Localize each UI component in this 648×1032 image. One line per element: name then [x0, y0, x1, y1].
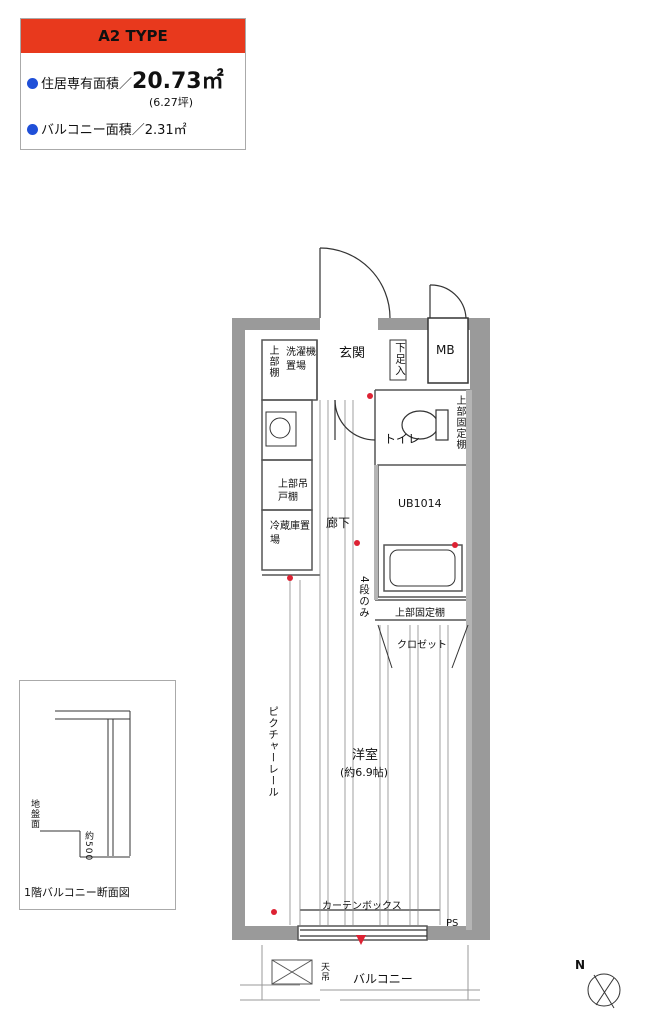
label-ps: PS: [446, 918, 459, 929]
label-curtain-box: カーテンボックス: [322, 901, 402, 912]
label-western-room: 洋室: [352, 748, 379, 763]
outlet-marks: [271, 393, 458, 945]
label-fridge-space: 冷蔵庫置場: [270, 521, 310, 546]
label-genkan: 玄関: [339, 346, 366, 361]
entrance-door: [319, 247, 467, 441]
bathtub: [389, 549, 456, 587]
balcony-area-label: バルコニー面積／2.31㎡: [41, 123, 187, 138]
outer-walls: [232, 318, 490, 940]
north-arrow-icon: [587, 973, 621, 1009]
label-picture-rail: ピクチャーレール: [267, 706, 279, 798]
north-label: N: [575, 958, 586, 972]
label-western-room-size: (約6.9帖): [340, 766, 389, 779]
balcony-section-drawing: [40, 710, 131, 858]
label-ub: UB1014: [398, 497, 442, 510]
unit-type-title: A2 TYPE: [21, 19, 245, 53]
flooring-lines: [289, 400, 449, 925]
closet-doors: [377, 624, 469, 669]
label-ceiling-hung: 天吊: [319, 962, 329, 982]
bullet-icon: [27, 78, 38, 89]
label-washer-space: 洗濯機置場: [286, 347, 316, 372]
label-balcony: バルコニー: [353, 972, 413, 986]
living-area-label: 住居専有面積／: [41, 77, 133, 92]
label-toilet: トイレ: [384, 432, 421, 446]
shoe-box: [389, 339, 407, 381]
toilet-fixture: [401, 409, 449, 441]
label-geta: 下足入: [394, 342, 406, 377]
label-mb: MB: [436, 343, 455, 357]
living-area-tsubo: (6.27坪): [149, 96, 194, 109]
mb-box: [427, 317, 469, 384]
living-area-value: 20.73㎡: [132, 69, 224, 94]
label-hallway: 廊下: [326, 516, 351, 530]
bullet-icon: [27, 124, 38, 135]
balcony-section-inset: 地盤面 約500 1階バルコニー断面図: [19, 680, 176, 910]
label-upper-hanging-cabinet: 上部吊戸棚: [278, 479, 308, 503]
balcony-area: [240, 945, 480, 1001]
label-closet: クロゼット: [397, 640, 447, 651]
washing-machine: [265, 411, 297, 447]
area-info-box: A2 TYPE 住居専有面積／20.73㎡ (6.27坪) バルコニー面積／2.…: [20, 18, 246, 150]
wall-strips: [374, 390, 472, 930]
inset-ground-label: 地盤面: [29, 799, 39, 829]
inset-caption: 1階バルコニー断面図: [24, 886, 130, 899]
living-area-row: 住居専有面積／20.73㎡: [27, 63, 224, 95]
inset-height-label: 約500: [83, 831, 93, 862]
balcony-area-row: バルコニー面積／2.31㎡: [27, 119, 187, 138]
label-steps: 4段のみ: [358, 576, 370, 619]
label-upper-fixed-shelf-closet: 上部固定棚: [395, 608, 445, 619]
label-upper-fixed-shelf-toilet: 上部固定棚: [454, 395, 465, 450]
label-upper-shelf: 上部棚: [267, 345, 278, 378]
